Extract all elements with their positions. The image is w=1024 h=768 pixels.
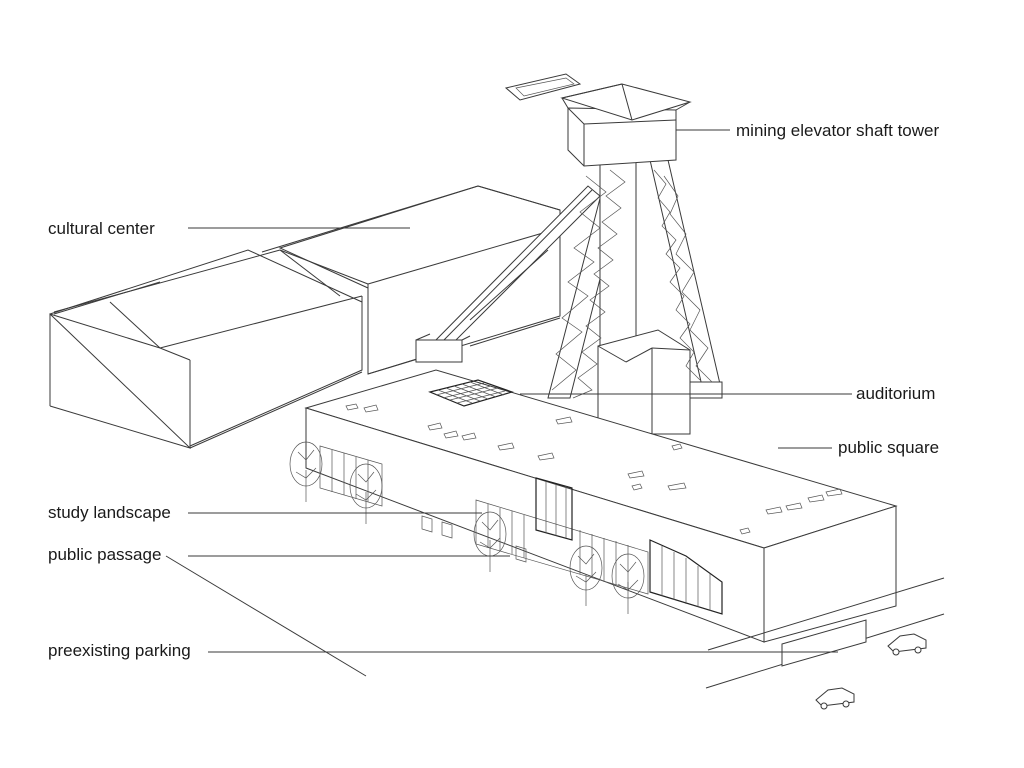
car-icon (887, 633, 927, 656)
facade-glazing (319, 445, 723, 615)
cultural-center-block (261, 185, 561, 375)
label-public-passage: public passage (48, 545, 161, 564)
label-cultural-center: cultural center (48, 219, 155, 238)
trees (289, 441, 645, 614)
label-public-square: public square (838, 438, 939, 457)
roof-skylights (345, 403, 843, 535)
tree (289, 441, 323, 502)
label-preexisting-parking: preexisting parking (48, 641, 191, 660)
main-building (304, 369, 898, 643)
tree (569, 545, 603, 606)
label-auditorium: auditorium (856, 384, 935, 403)
tree (611, 553, 645, 614)
tree (349, 463, 383, 524)
label-mining-elevator-shaft-tower: mining elevator shaft tower (736, 121, 939, 140)
leader-lines (188, 129, 852, 653)
label-study-landscape: study landscape (48, 503, 171, 522)
cultural-center-hall (49, 249, 363, 450)
auditorium-skylight (428, 379, 514, 407)
car-icon (815, 687, 855, 710)
mining-elevator-shaft-tower (415, 73, 723, 435)
site-ground (165, 555, 945, 689)
